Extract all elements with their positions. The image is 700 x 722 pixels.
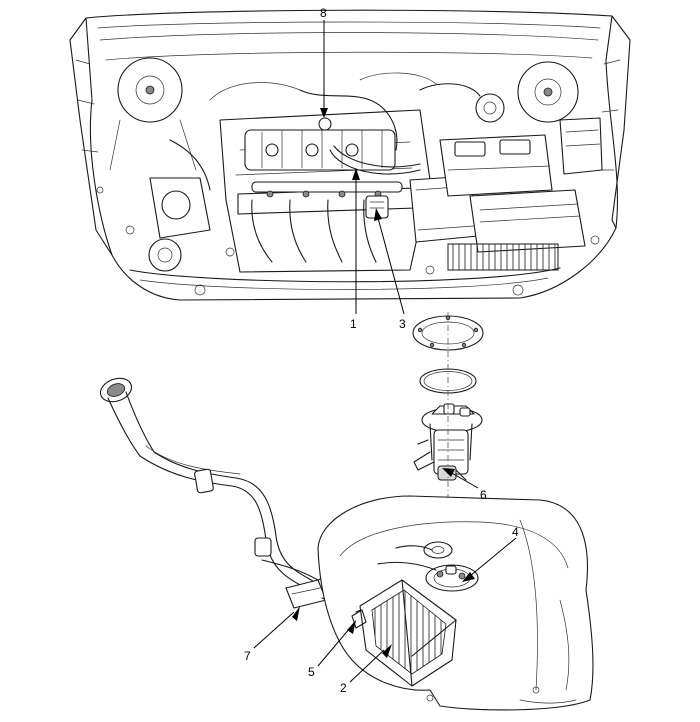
callout-2: 2 xyxy=(340,681,347,695)
callout-3: 3 xyxy=(399,317,406,331)
callout-1: 1 xyxy=(350,317,357,331)
fuel-tank xyxy=(317,495,594,711)
callout-6: 6 xyxy=(480,488,487,502)
callout-7: 7 xyxy=(244,649,251,663)
pump-retainer-ring xyxy=(412,315,484,351)
engine-bay xyxy=(69,9,631,301)
callout-5: 5 xyxy=(308,665,315,679)
canister xyxy=(351,579,457,687)
fuel-filler-neck xyxy=(99,377,319,591)
callout-8: 8 xyxy=(320,6,327,20)
callout-leaders xyxy=(253,20,517,683)
callout-4: 4 xyxy=(512,525,519,539)
